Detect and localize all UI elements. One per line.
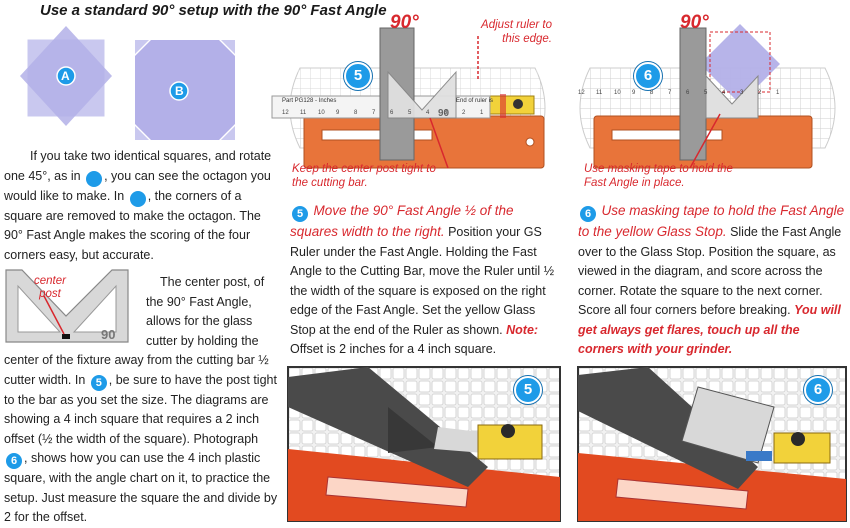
step-5-heading: Move the 90° Fast Angle ½ of the squares…	[290, 203, 514, 239]
ruler-number: 4	[426, 110, 430, 116]
step-6-body: Slide the Fast Angle over to the Glass S…	[578, 225, 842, 317]
ruler-number: 11	[596, 90, 603, 96]
diagram-5-ruler-end: End of ruler is	[456, 98, 494, 104]
ruler-number: 2	[462, 110, 466, 116]
ruler-number: 10	[318, 110, 325, 116]
photo-5-badge: 5	[514, 376, 542, 404]
ruler-number: 6	[390, 110, 394, 116]
ruler-number: 12	[578, 90, 585, 96]
badge-a: A	[86, 170, 120, 187]
badge-6: 6	[6, 453, 22, 469]
step-5-body: Position your GS Ruler under the Fast An…	[290, 225, 555, 337]
ruler-number: 3	[740, 90, 744, 96]
tool-number-90: 90	[101, 327, 116, 342]
diagram-6-angle: 90°	[680, 12, 709, 33]
step-5-badge: 5	[292, 206, 308, 222]
ruler-number: 9	[336, 110, 340, 116]
center-post-paragraph: center of the fixture away from the cutt…	[4, 353, 278, 524]
badge-b: B	[129, 190, 164, 207]
diagram-5-setup	[271, 27, 546, 169]
diagram-5-tool-number: 90	[438, 108, 450, 119]
ruler-number: 7	[372, 110, 376, 116]
diagram-5-callout-top: Adjust ruler to this edge.	[481, 19, 552, 45]
ruler-number: 9	[632, 90, 636, 96]
ruler-number: 4	[722, 90, 726, 96]
label-a: A	[61, 69, 70, 83]
ruler-number: 11	[300, 110, 307, 116]
step-5-text: 5 Move the 90° Fast Angle ½ of the squar…	[290, 201, 562, 360]
page-title: Use a standard 90° setup with the 90° Fa…	[40, 2, 387, 19]
center-post-paragraph-right: The center post, of the 90° Fast Angle, …	[146, 275, 265, 348]
step-6-red-text: You will get always get flares, touch up…	[578, 303, 841, 356]
octagon-b	[135, 40, 235, 140]
ruler-number: 1	[480, 110, 484, 116]
step-5-note-text: Offset is 2 inches for a 4 inch square.	[290, 342, 497, 356]
intro-paragraph: If you take two identical squares, and r…	[4, 149, 272, 262]
diagram-6-callout-bottom: Use masking tape to hold the Fast Angle …	[584, 163, 733, 189]
photo-6-badge: 6	[804, 376, 832, 404]
ruler-number: 12	[282, 110, 289, 116]
ruler-number: 7	[668, 90, 672, 96]
photograph-5	[287, 366, 561, 522]
step-6-heading: Use masking tape to hold the Fast Angle …	[578, 203, 845, 239]
overlapping-squares-a	[20, 26, 112, 126]
diagram-5-ruler-label: Part PG128 - Inches	[282, 98, 337, 104]
diagram-5-badge: 5	[344, 62, 372, 90]
step-6-badge: 6	[580, 206, 596, 222]
ruler-number: 5	[704, 90, 708, 96]
ruler-number: 8	[354, 110, 358, 116]
center-post-label: center post	[34, 275, 66, 300]
diagram-5-callout-bottom: Keep the center post tight to the cuttin…	[292, 163, 436, 189]
ruler-number: 10	[614, 90, 621, 96]
ruler-number: 3	[444, 110, 448, 116]
ruler-number: 1	[776, 90, 780, 96]
ruler-number: 8	[650, 90, 654, 96]
fast-angle-tool-illustration	[5, 269, 129, 343]
ruler-number: 6	[686, 90, 690, 96]
label-b: B	[175, 84, 184, 98]
diagram-5-angle: 90°	[390, 12, 419, 33]
badge-5: 5	[90, 374, 107, 391]
step-5-note-label: Note:	[506, 322, 539, 337]
step-6-text: 6 Use masking tape to hold the Fast Angl…	[578, 201, 848, 360]
ruler-number: 2	[758, 90, 762, 96]
diagram-6-badge: 6	[634, 62, 662, 90]
ruler-number: 5	[408, 110, 412, 116]
photograph-6	[577, 366, 847, 522]
